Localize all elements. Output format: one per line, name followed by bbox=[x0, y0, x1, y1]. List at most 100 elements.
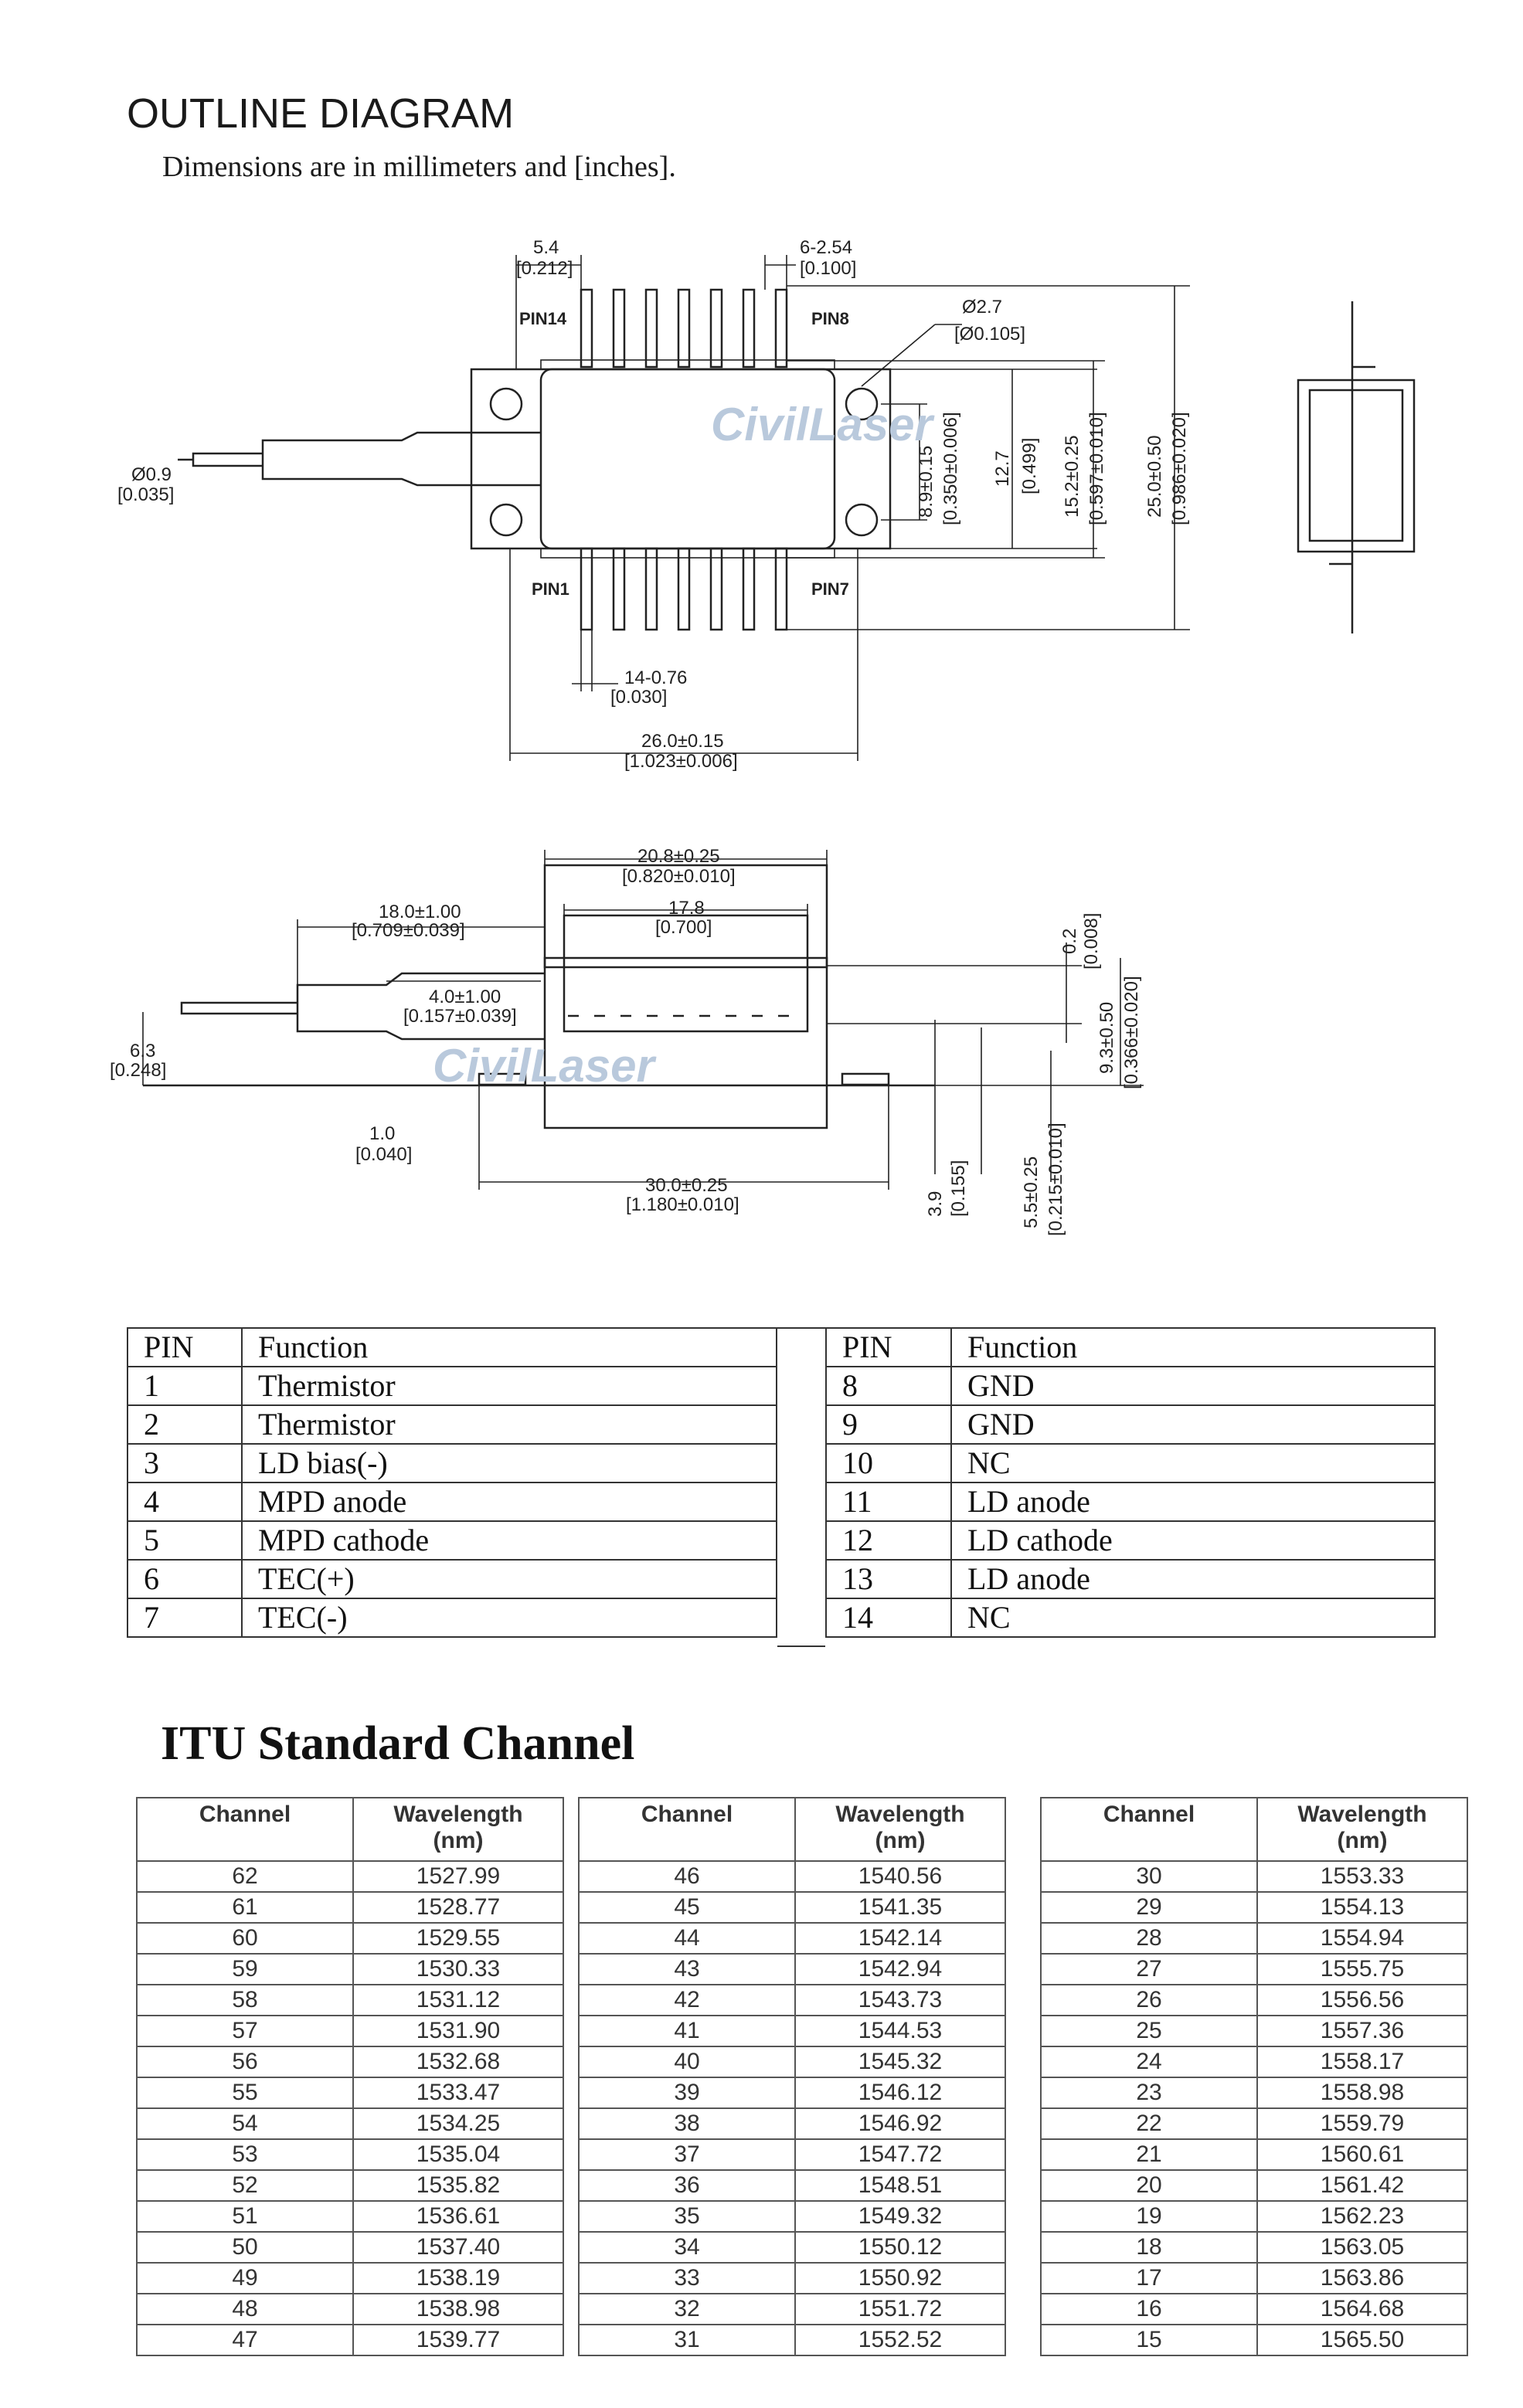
channel-number: 24 bbox=[1040, 2046, 1258, 2078]
dim-hole: Ø2.7 bbox=[962, 297, 1002, 318]
wavelength-value: 1530.33 bbox=[352, 1953, 564, 1985]
wavelength-value: 1560.61 bbox=[1256, 2138, 1468, 2171]
pin-function: LD cathode bbox=[950, 1520, 1436, 1561]
channel-number: 59 bbox=[136, 1953, 354, 1985]
dim-4-0-in: [0.157±0.039] bbox=[403, 1006, 517, 1027]
wavelength-value: 1543.73 bbox=[794, 1984, 1006, 2016]
dim-8-9: 8.9±0.15 bbox=[916, 446, 937, 518]
wavelength-value: 1540.56 bbox=[794, 1860, 1006, 1893]
channel-number: 62 bbox=[136, 1860, 354, 1893]
channel-number: 52 bbox=[136, 2169, 354, 2202]
watermark: CivilLaser bbox=[711, 399, 935, 450]
pin-number: 4 bbox=[127, 1482, 243, 1522]
channel-number: 48 bbox=[136, 2293, 354, 2325]
channel-number: 40 bbox=[578, 2046, 796, 2078]
channel-number: 20 bbox=[1040, 2169, 1258, 2202]
pin-number: 11 bbox=[825, 1482, 952, 1522]
dim-0-2: 0.2 bbox=[1059, 929, 1080, 954]
channel-number: 27 bbox=[1040, 1953, 1258, 1985]
pin-number: 8 bbox=[825, 1366, 952, 1406]
pin-function: NC bbox=[950, 1443, 1436, 1483]
top-pins bbox=[580, 288, 788, 369]
dim-26-0-in: [1.023±0.006] bbox=[624, 751, 738, 772]
wavelength-value: 1528.77 bbox=[352, 1891, 564, 1924]
wavelength-value: 1563.05 bbox=[1256, 2231, 1468, 2264]
dim-3-9: 3.9 bbox=[925, 1191, 946, 1217]
wavelength-value: 1537.40 bbox=[352, 2231, 564, 2264]
pin7-label: PIN7 bbox=[811, 579, 849, 599]
channel-number: 61 bbox=[136, 1891, 354, 1924]
channel-number: 23 bbox=[1040, 2077, 1258, 2109]
wavelength-value: 1557.36 bbox=[1256, 2015, 1468, 2047]
wavelength-value: 1551.72 bbox=[794, 2293, 1006, 2325]
channel-number: 18 bbox=[1040, 2231, 1258, 2264]
wavelength-value: 1539.77 bbox=[352, 2324, 564, 2356]
dim-0-100: [0.100] bbox=[800, 258, 856, 279]
wavelength-value: 1538.19 bbox=[352, 2262, 564, 2294]
pin-number: 7 bbox=[127, 1598, 243, 1638]
pin-number: 12 bbox=[825, 1520, 952, 1561]
dim-0-212: [0.212] bbox=[516, 258, 573, 279]
channel-number: 29 bbox=[1040, 1891, 1258, 1924]
dim-6-3-in: [0.248] bbox=[110, 1060, 166, 1081]
wavelength-value: 1527.99 bbox=[352, 1860, 564, 1893]
channel-number: 34 bbox=[578, 2231, 796, 2264]
dim-18-0-in: [0.709±0.039] bbox=[352, 920, 465, 941]
channel-number: 36 bbox=[578, 2169, 796, 2202]
dim-5-5-in: [0.215±0.010] bbox=[1045, 1122, 1066, 1236]
top-dimension-lines bbox=[509, 255, 1190, 761]
dim-5-4: 5.4 bbox=[533, 237, 559, 258]
channel-number: 60 bbox=[136, 1922, 354, 1955]
channel-number: 15 bbox=[1040, 2324, 1258, 2356]
wavelength-value: 1542.14 bbox=[794, 1922, 1006, 1955]
outline-side-view: CivilLaser 20.8±0.25 [0.820±0.010] 18.0±… bbox=[110, 846, 1144, 1236]
dim-15-2-in: [0.597±0.010] bbox=[1086, 412, 1107, 525]
dim-1-0: 1.0 bbox=[369, 1123, 395, 1144]
wavelength-value: 1558.17 bbox=[1256, 2046, 1468, 2078]
table-header-row: PIN Function bbox=[127, 1327, 777, 1367]
pin-function: TEC(+) bbox=[241, 1559, 777, 1599]
pin-number: 2 bbox=[127, 1404, 243, 1445]
pin8-label: PIN8 bbox=[811, 309, 849, 328]
pin14-label: PIN14 bbox=[519, 309, 567, 328]
col-wavelength-unit: (nm) bbox=[433, 1828, 484, 1853]
dim-30-0-in: [1.180±0.010] bbox=[626, 1194, 739, 1215]
pin-number: 13 bbox=[825, 1559, 952, 1599]
dim-12-7: 12.7 bbox=[992, 450, 1013, 487]
pin-function: Thermistor bbox=[241, 1404, 777, 1445]
wavelength-value: 1554.94 bbox=[1256, 1922, 1468, 1955]
col-channel: Channel bbox=[136, 1797, 354, 1862]
package-body bbox=[539, 368, 836, 550]
channel-number: 49 bbox=[136, 2262, 354, 2294]
col-wavelength: Wavelength(nm) bbox=[352, 1797, 564, 1862]
wavelength-value: 1531.12 bbox=[352, 1984, 564, 2016]
